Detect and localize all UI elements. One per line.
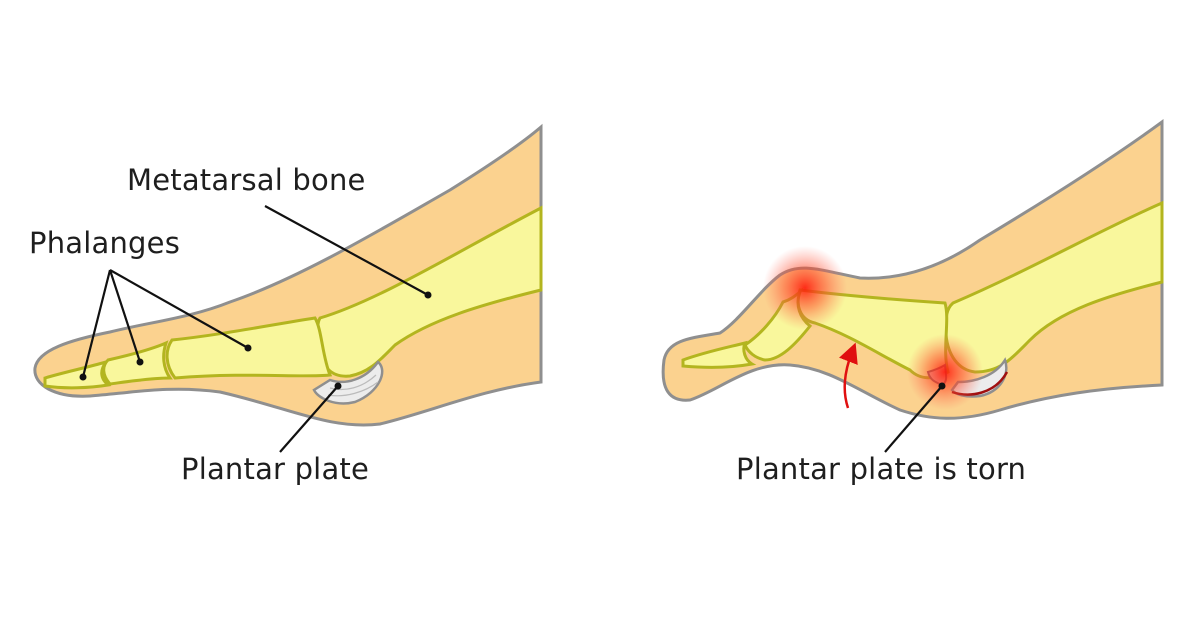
injured-foot <box>661 119 1164 453</box>
leader-lines <box>81 205 429 453</box>
label-plantar-plate: Plantar plate <box>181 452 370 486</box>
distal-phalanx <box>681 340 757 369</box>
inflammation-joint <box>907 334 983 410</box>
plate-fibers <box>327 374 379 397</box>
inflammation-toe <box>763 246 847 330</box>
leader-line <box>884 385 943 453</box>
distal-phalanx <box>43 359 112 390</box>
lift-arrow-icon <box>839 342 858 409</box>
label-plantar-plate-torn: Plantar plate is torn <box>736 452 1027 486</box>
healthy-foot <box>33 123 543 453</box>
label-phalanges: Phalanges <box>29 226 181 260</box>
leader-dots <box>79 291 432 390</box>
leader-dot <box>938 382 946 390</box>
label-metatarsal-bone: Metatarsal bone <box>127 163 366 197</box>
